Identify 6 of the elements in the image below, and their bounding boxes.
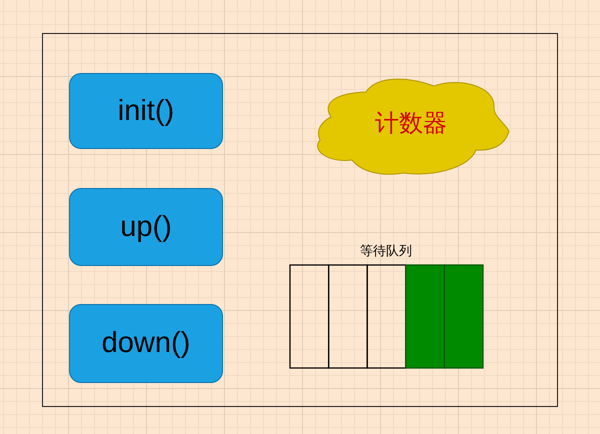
queue-label: 等待队列: [359, 244, 413, 260]
method-box: up(): [69, 188, 223, 266]
method-box: init(): [69, 73, 223, 149]
method-box: down(): [69, 304, 223, 383]
frame-box: [42, 33, 558, 407]
cloud-label: 计数器: [374, 108, 448, 139]
